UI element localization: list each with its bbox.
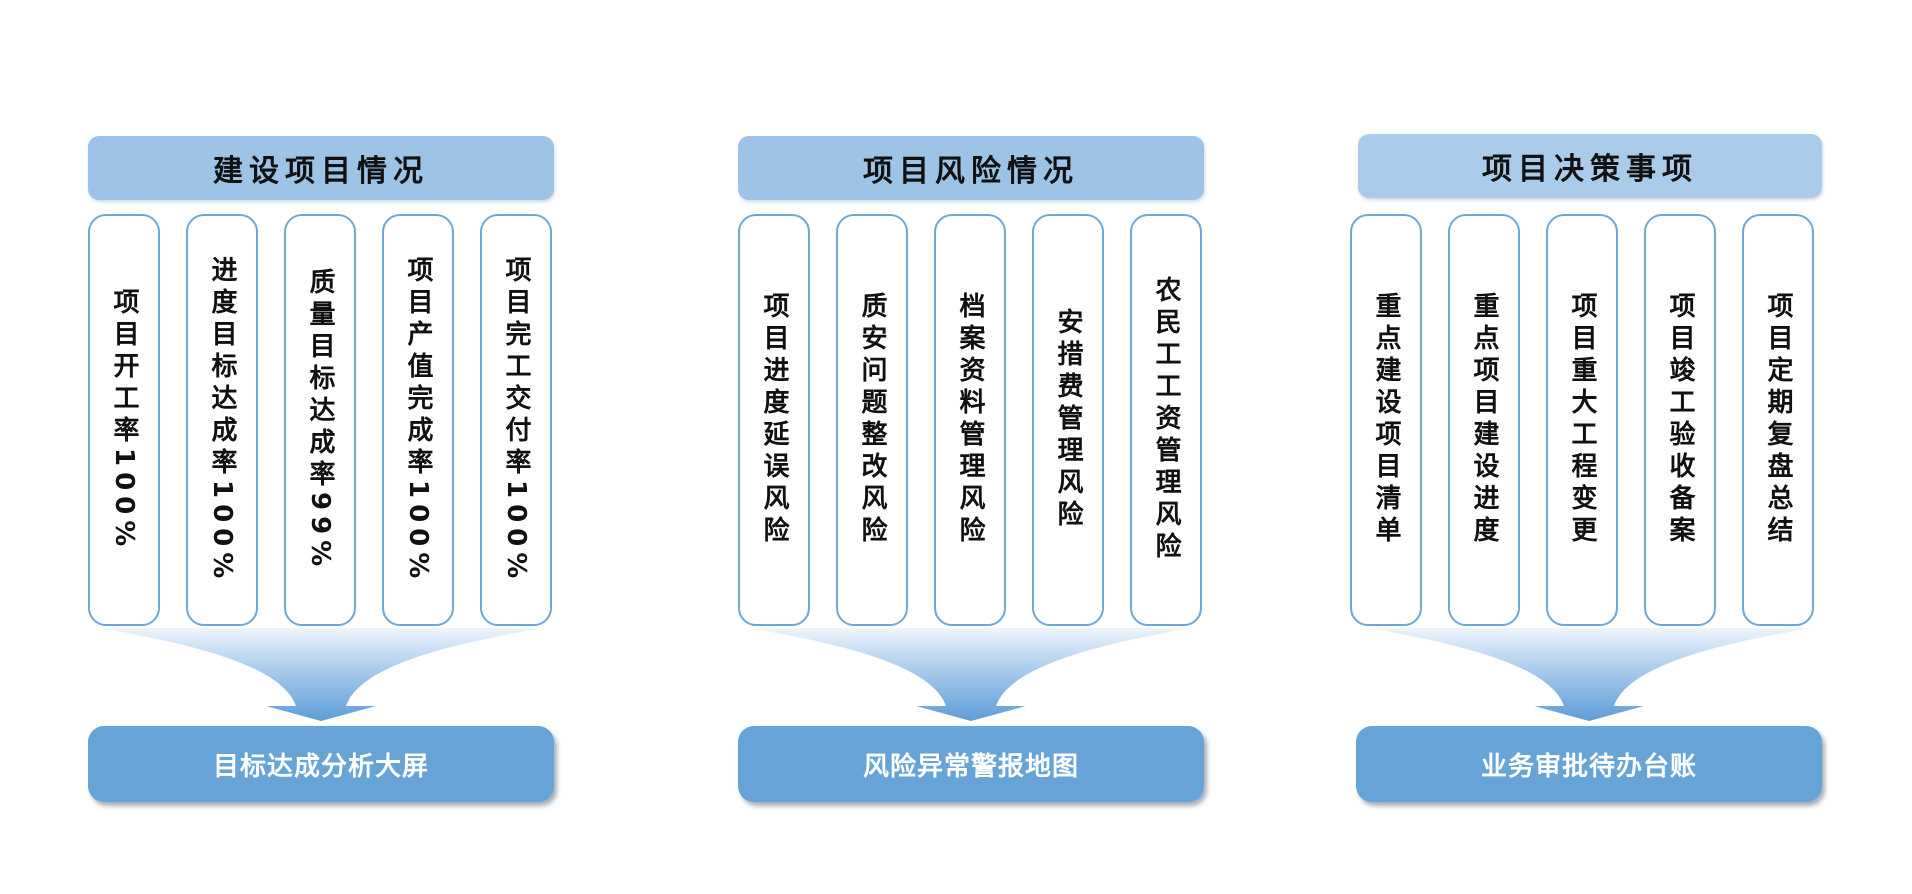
item-column: 农民工工资管理风险	[1130, 214, 1202, 626]
group-construction-status: 建设项目情况 项目开工率100% 进度目标达成率100% 质量目标达成率99% …	[88, 136, 554, 802]
item-label: 重点项目建设进度	[1469, 292, 1499, 548]
item-label: 项目定期复盘总结	[1763, 292, 1793, 548]
item-label: 项目竣工验收备案	[1665, 292, 1695, 548]
group-header: 建设项目情况	[88, 136, 554, 200]
item-column: 项目定期复盘总结	[1742, 214, 1814, 626]
item-column: 档案资料管理风险	[934, 214, 1006, 626]
funnel-arrow	[98, 628, 544, 721]
item-label: 档案资料管理风险	[955, 292, 985, 548]
item-label: 项目完工交付率100%	[501, 255, 531, 585]
footer-button[interactable]: 业务审批待办台账	[1356, 726, 1822, 802]
group-risk-status: 项目风险情况 项目进度延误风险 质安问题整改风险 档案资料管理风险 安措费管理风…	[738, 136, 1204, 802]
group-header: 项目风险情况	[738, 136, 1204, 200]
footer-button[interactable]: 风险异常警报地图	[738, 726, 1204, 802]
item-label: 质安问题整改风险	[857, 292, 887, 548]
group-decision-items: 项目决策事项 重点建设项目清单 重点项目建设进度 项目重大工程变更 项目竣工验收…	[1350, 134, 1822, 802]
item-label: 项目进度延误风险	[759, 292, 789, 548]
item-column: 项目竣工验收备案	[1644, 214, 1716, 626]
item-column: 进度目标达成率100%	[186, 214, 258, 626]
funnel-arrow	[748, 628, 1194, 721]
item-column: 项目重大工程变更	[1546, 214, 1618, 626]
item-label: 项目产值完成率100%	[403, 255, 433, 585]
item-column: 项目开工率100%	[88, 214, 160, 626]
item-label: 安措费管理风险	[1053, 308, 1083, 532]
item-column: 项目进度延误风险	[738, 214, 810, 626]
item-column: 重点项目建设进度	[1448, 214, 1520, 626]
item-label: 重点建设项目清单	[1371, 292, 1401, 548]
footer-button[interactable]: 目标达成分析大屏	[88, 726, 554, 802]
item-column: 安措费管理风险	[1032, 214, 1104, 626]
item-label: 项目开工率100%	[109, 287, 139, 553]
group-header: 项目决策事项	[1358, 134, 1822, 198]
item-label: 进度目标达成率100%	[207, 255, 237, 585]
funnel-arrow	[1366, 628, 1812, 721]
item-column: 质量目标达成率99%	[284, 214, 356, 626]
item-column: 质安问题整改风险	[836, 214, 908, 626]
item-column: 项目产值完成率100%	[382, 214, 454, 626]
item-label: 项目重大工程变更	[1567, 292, 1597, 548]
item-column: 重点建设项目清单	[1350, 214, 1422, 626]
item-column: 项目完工交付率100%	[480, 214, 552, 626]
item-label: 质量目标达成率99%	[305, 267, 335, 573]
item-label: 农民工工资管理风险	[1151, 276, 1181, 564]
